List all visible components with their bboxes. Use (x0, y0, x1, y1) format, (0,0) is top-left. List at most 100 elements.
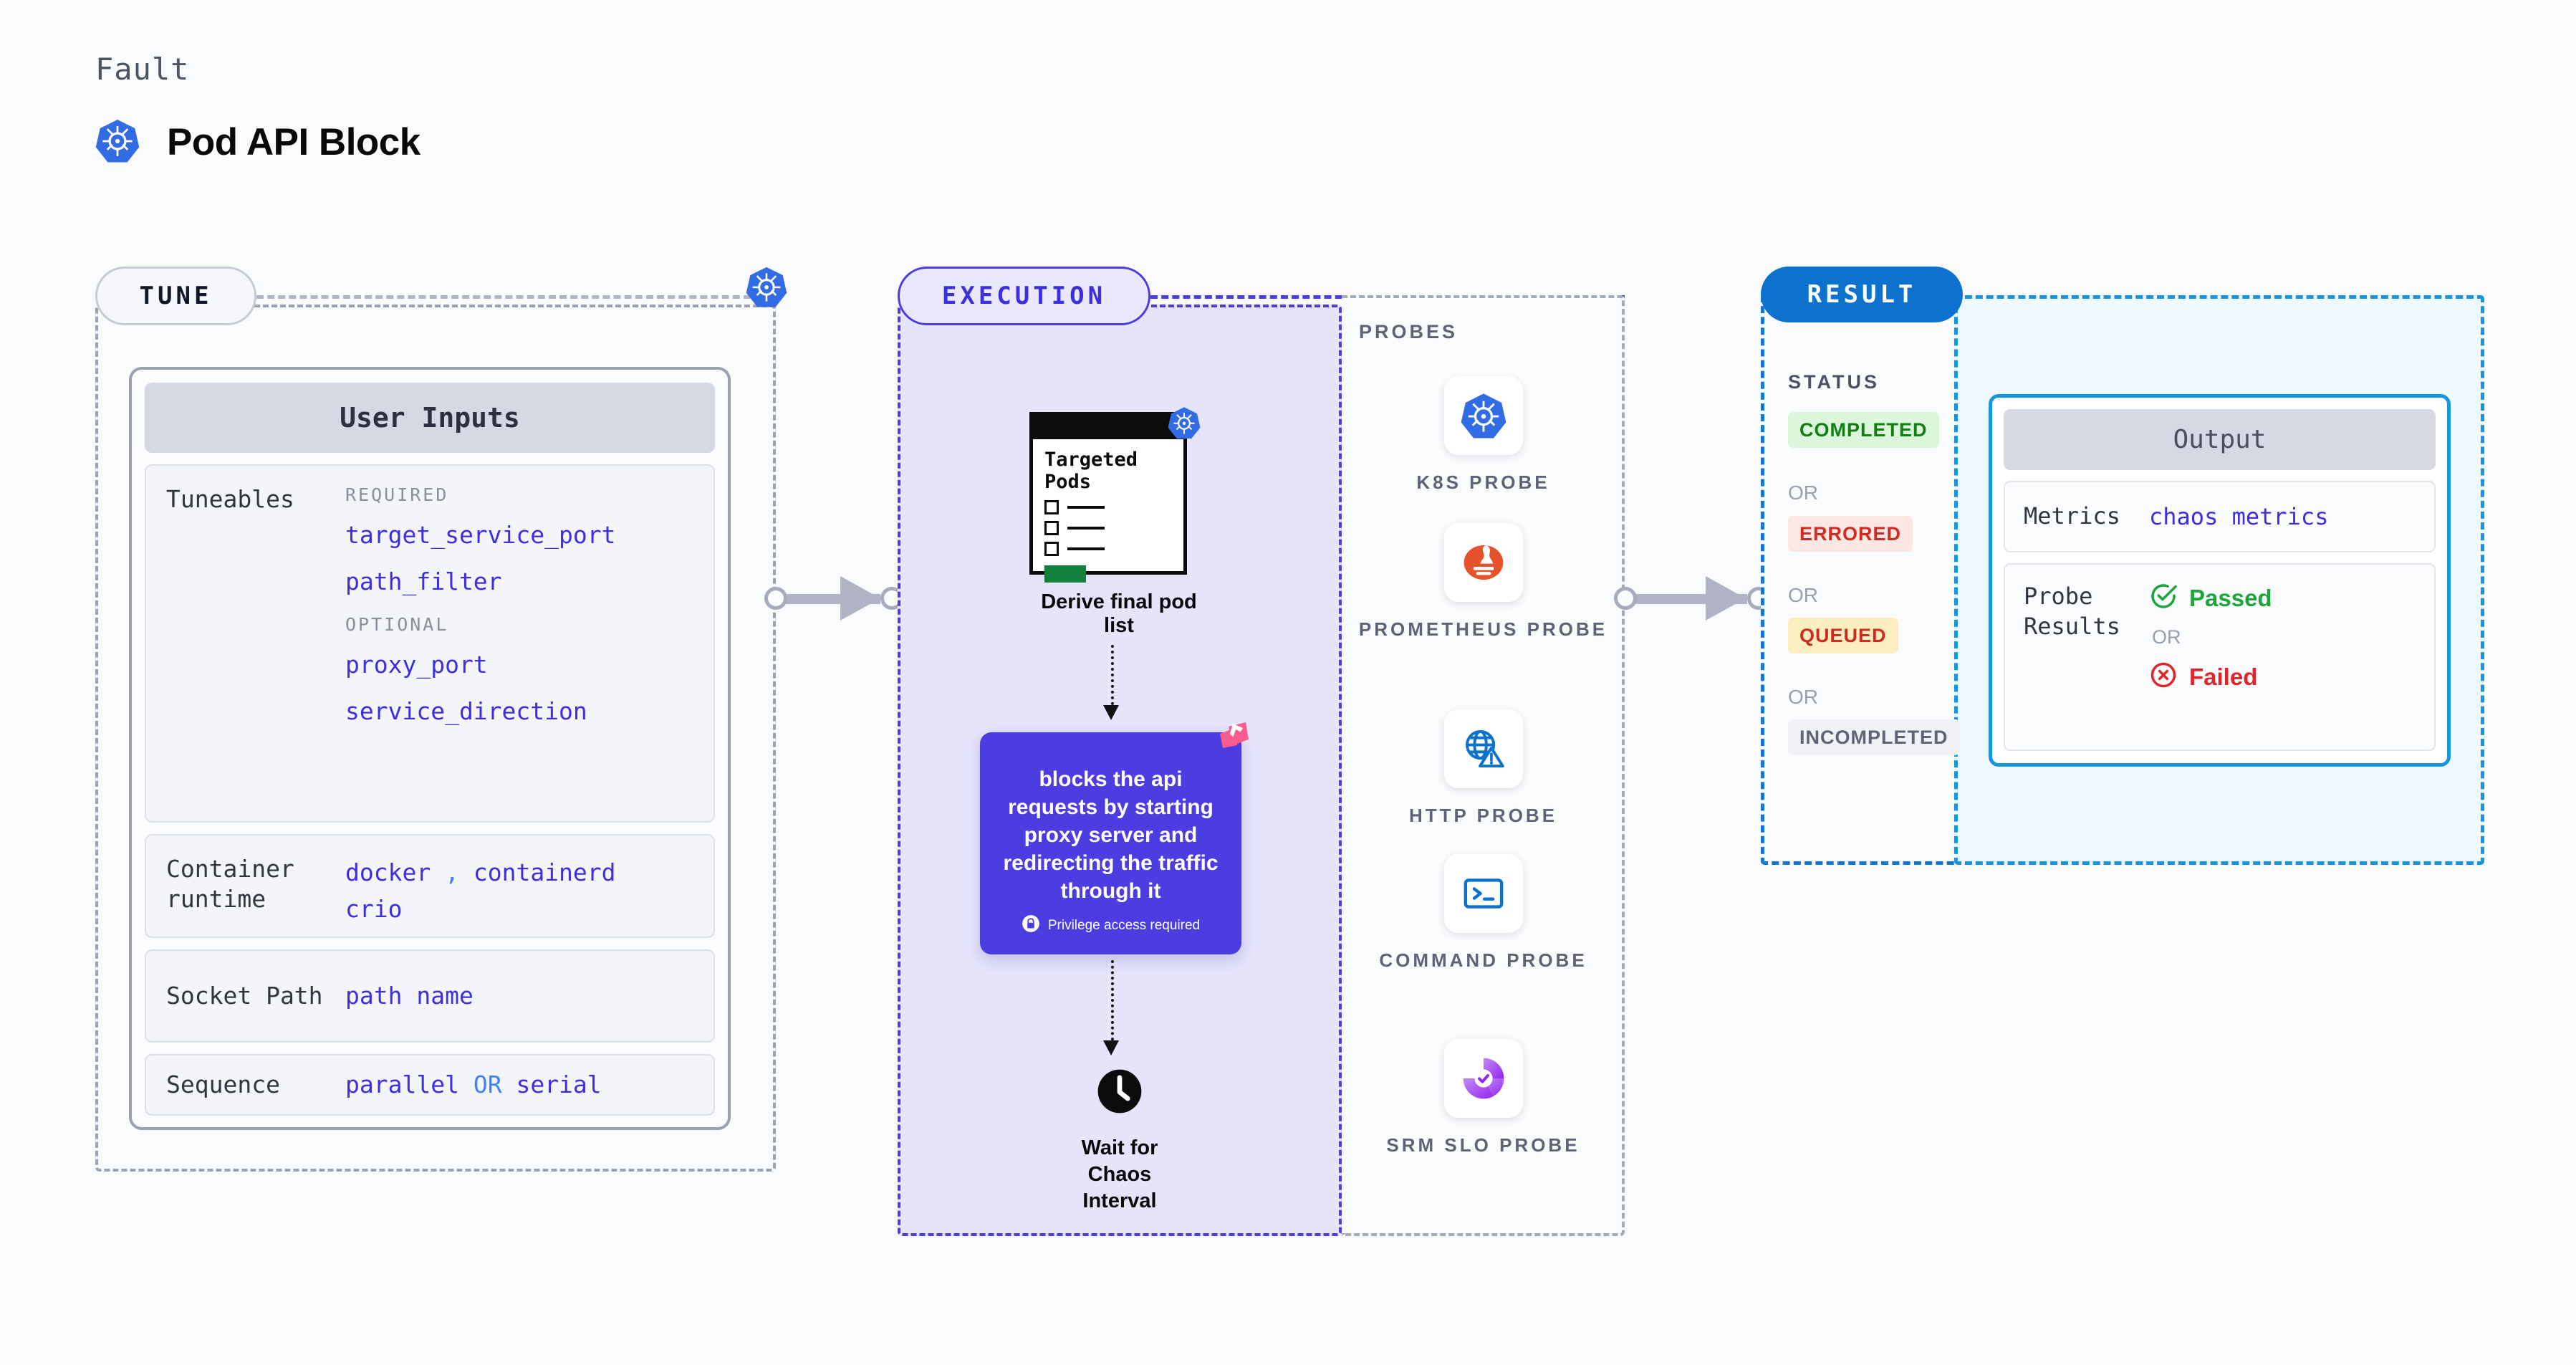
socket-path-label: Socket Path (166, 981, 323, 1010)
result-stage-tag[interactable]: RESULT (1761, 267, 1963, 322)
probe-command-label: COMMAND PROBE (1379, 949, 1587, 971)
probe-result-passed: Passed (2149, 582, 2272, 614)
sequence-values: parallel OR serial (345, 1066, 693, 1103)
container-runtime-label: Container runtime (166, 855, 294, 914)
flow-arrow-pods-to-action (1111, 645, 1114, 711)
metrics-label: Metrics (2024, 502, 2120, 530)
srm-slo-probe-icon (1443, 1039, 1523, 1118)
wait-for-chaos-interval-node: Wait for Chaos Interval (1052, 1065, 1188, 1215)
user-inputs-card: User Inputs Tuneables REQUIRED target_se… (129, 367, 731, 1130)
fault-kicker-label: Fault (95, 52, 190, 87)
status-or-3: OR (1788, 686, 1818, 708)
probe-k8s-label: K8S PROBE (1416, 471, 1550, 493)
status-badge-errored: ERRORED (1788, 516, 1913, 552)
arrowhead-icon (1103, 705, 1119, 720)
probe-srm-slo-label: SRM SLO PROBE (1386, 1134, 1580, 1156)
metrics-value[interactable]: chaos metrics (2149, 503, 2329, 530)
output-card: Output Metrics chaos metrics Probe Resul… (1989, 394, 2451, 767)
optional-group-label: OPTIONAL (345, 614, 449, 635)
runtime-crio[interactable]: crio (345, 895, 403, 924)
sequence-label: Sequence (166, 1070, 280, 1098)
probe-http-label: HTTP PROBE (1408, 805, 1558, 826)
tune-stage-frame (95, 305, 776, 1172)
tuneable-path-filter[interactable]: path_filter (345, 567, 502, 595)
socket-path-row: Socket Path path name (145, 949, 715, 1043)
tune-stage-tag[interactable]: TUNE (95, 267, 256, 325)
required-group-label: REQUIRED (345, 484, 449, 505)
arrowhead-icon (1103, 1040, 1119, 1055)
tuneable-target-service-port[interactable]: target_service_port (345, 521, 616, 549)
runtime-docker[interactable]: docker (345, 858, 431, 886)
targeted-pods-card-title: Targeted Pods (1044, 449, 1138, 493)
runtime-separator: , (445, 858, 459, 886)
sequence-serial[interactable]: serial (516, 1071, 602, 1099)
container-runtime-row: Container runtime docker , containerd cr… (145, 834, 715, 938)
x-circle-icon (2149, 661, 2178, 693)
runtime-containerd[interactable]: containerd (473, 858, 616, 886)
sequence-separator: OR (473, 1071, 502, 1099)
http-probe-icon (1443, 709, 1523, 788)
execution-stage-tag[interactable]: EXECUTION (898, 267, 1150, 325)
probe-k8s[interactable]: K8S PROBE (1342, 376, 1625, 497)
probe-results-values: Passed OR Failed (2149, 582, 2272, 732)
pods-list-item (1044, 520, 1172, 535)
container-runtime-values: docker , containerd crio (345, 854, 693, 923)
list-line (1067, 505, 1105, 509)
probe-result-failed: Failed (2149, 661, 2272, 693)
page-title: Pod API Block (167, 121, 420, 163)
probe-prometheus[interactable]: PROMETHEUS PROBE (1342, 523, 1625, 643)
targeted-pods-node: Targeted Pods Derive final pod list (1029, 407, 1208, 638)
checkbox-icon (1044, 520, 1059, 535)
tuneables-row: Tuneables REQUIRED target_service_port p… (145, 464, 715, 823)
status-badge-queued: QUEUED (1788, 618, 1898, 653)
action-description-card: blocks the api requests by starting prox… (980, 722, 1249, 954)
prometheus-probe-icon (1443, 523, 1523, 602)
probe-results-row: Probe Results Passed OR (2004, 563, 2436, 751)
wait-for-chaos-interval-caption: Wait for Chaos Interval (1081, 1136, 1158, 1213)
probe-failed-label: Failed (2189, 663, 2258, 690)
check-circle-icon (2149, 582, 2178, 614)
probe-prometheus-label: PROMETHEUS PROBE (1358, 618, 1608, 640)
kubernetes-probe-icon (1443, 376, 1523, 455)
probe-srm-slo[interactable]: SRM SLO PROBE (1342, 1039, 1625, 1159)
kubernetes-icon (746, 266, 787, 311)
probe-command[interactable]: COMMAND PROBE (1342, 854, 1625, 974)
status-or-2: OR (1788, 584, 1818, 606)
harness-logo-icon (1214, 718, 1259, 763)
probe-results-label: Probe Results (2024, 583, 2120, 640)
output-card-title: Output (2004, 409, 2436, 470)
sequence-parallel[interactable]: parallel (345, 1071, 459, 1099)
status-badge-completed: COMPLETED (1788, 412, 1939, 448)
tuneable-proxy-port[interactable]: proxy_port (345, 651, 488, 679)
lock-icon (1022, 914, 1040, 937)
socket-path-value[interactable]: path name (345, 982, 474, 1010)
list-line (1067, 526, 1105, 530)
flow-arrow-action-to-wait (1111, 960, 1114, 1046)
targeted-pods-card: Targeted Pods (1029, 407, 1201, 583)
checkbox-icon (1044, 541, 1059, 556)
probe-passed-label: Passed (2189, 584, 2272, 611)
checkbox-icon (1044, 499, 1059, 514)
kubernetes-icon (1167, 406, 1201, 444)
connector-tune-to-execution (764, 566, 908, 631)
pods-list-item (1044, 499, 1172, 514)
probes-panel-label: PROBES (1359, 321, 1458, 343)
tune-dashed-connector (256, 295, 761, 299)
tuneable-service-direction[interactable]: service_direction (345, 697, 587, 725)
status-section-label: STATUS (1788, 371, 1880, 393)
user-inputs-title: User Inputs (145, 383, 715, 453)
pods-list-item (1044, 541, 1172, 556)
action-description-text: blocks the api requests by starting prox… (1003, 767, 1219, 903)
pods-highlight-block (1044, 565, 1086, 583)
probe-http[interactable]: HTTP PROBE (1342, 709, 1625, 830)
sequence-row: Sequence parallel OR serial (145, 1054, 715, 1116)
fault-title-row: Pod API Block (95, 118, 420, 166)
status-or-1: OR (1788, 482, 1818, 504)
tuneables-values: REQUIRED target_service_port path_filter… (345, 484, 693, 803)
status-badge-incompleted: INCOMPLETED (1788, 719, 1960, 755)
list-line (1067, 547, 1105, 550)
card-title-bar (1033, 416, 1183, 439)
metrics-row: Metrics chaos metrics (2004, 481, 2436, 552)
kubernetes-icon (95, 118, 140, 166)
privilege-note-text: Privilege access required (1047, 918, 1201, 933)
